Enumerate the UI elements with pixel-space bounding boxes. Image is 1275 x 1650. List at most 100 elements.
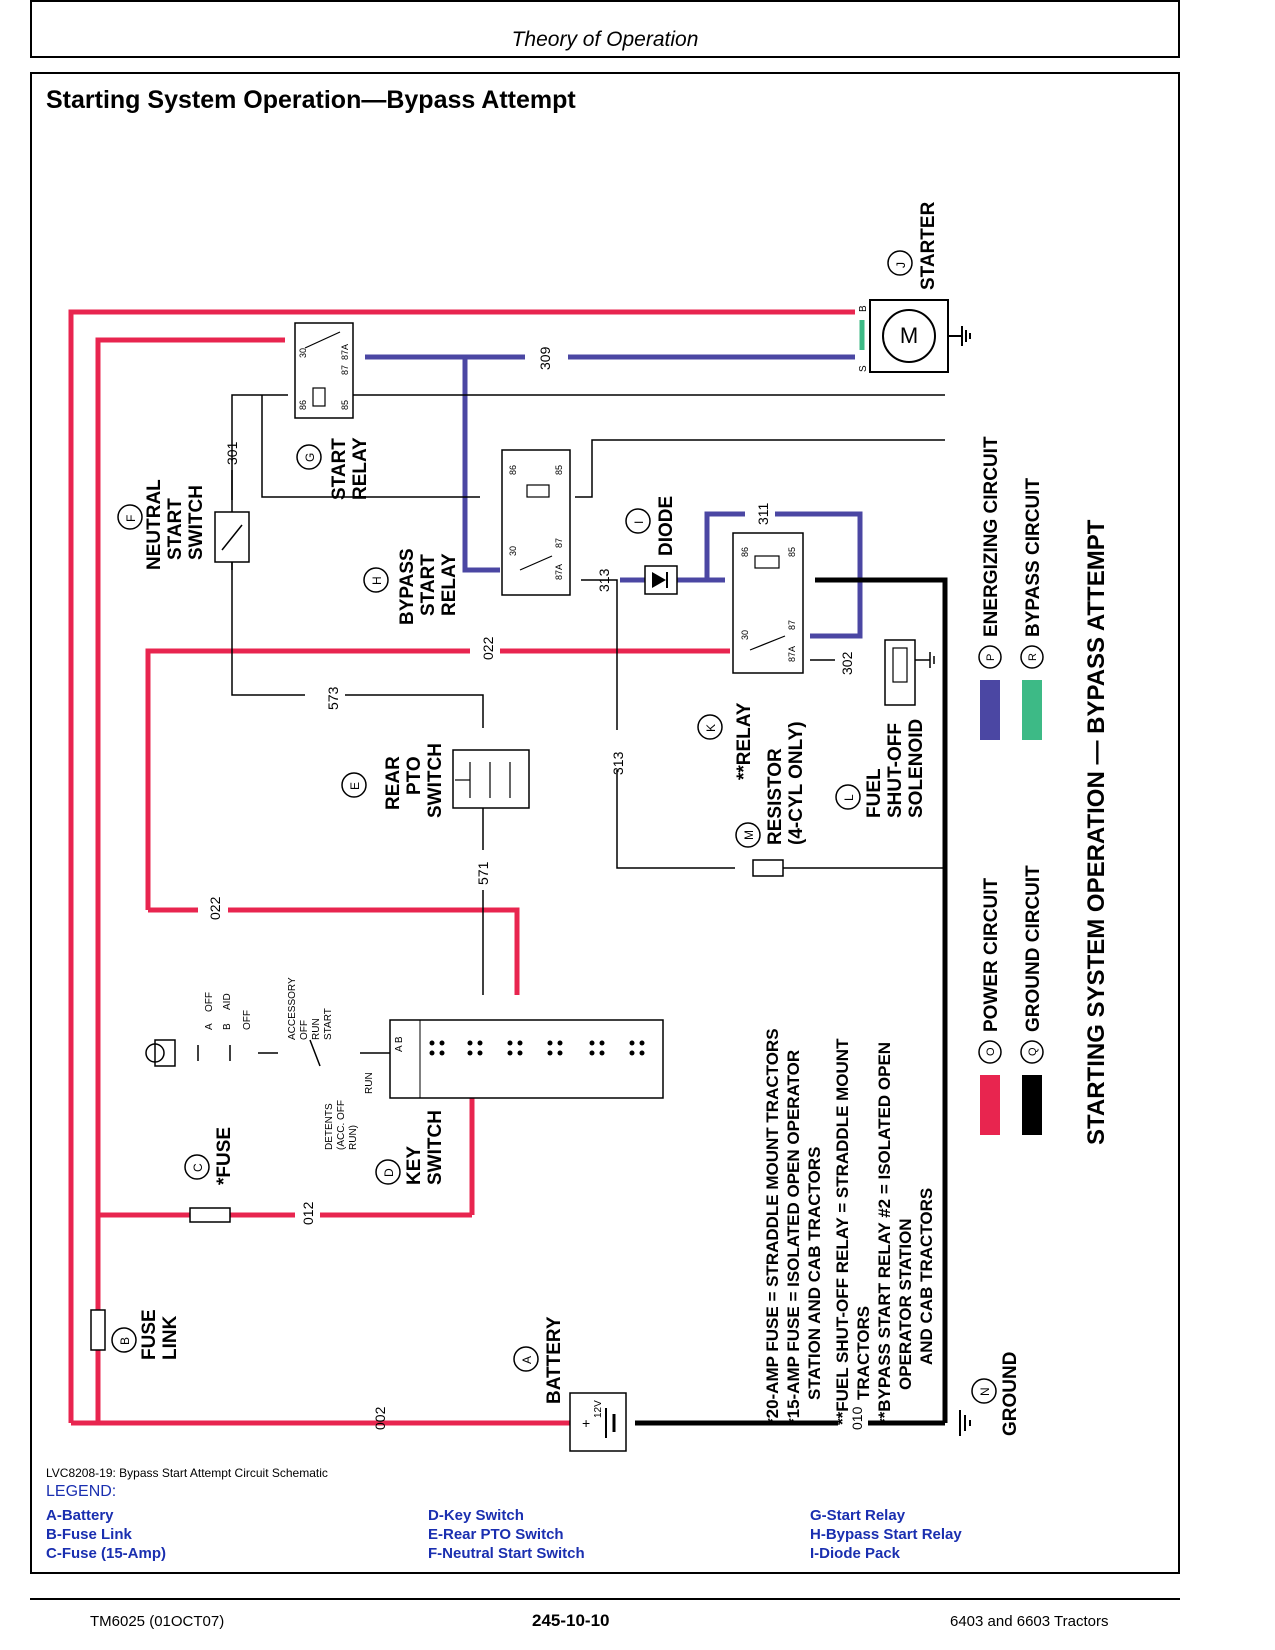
label-ground: GROUND [1000, 1352, 1021, 1436]
marker-l: L [842, 794, 856, 801]
label-fuel-3: SOLENOID [906, 719, 927, 818]
label-bypass-3: RELAY [439, 553, 460, 616]
wire-label-022-bottom: 022 [207, 896, 223, 920]
key-switch-position-labels: A B OFF AID OFF ACCESSORY OFF RUN START … [204, 977, 405, 1150]
key-terminals: A B [394, 1036, 405, 1052]
label-start-relay-2: RELAY [350, 437, 371, 500]
legend-item: D-Key Switch [428, 1507, 524, 1524]
header-right-rule [1178, 0, 1180, 56]
power-circuit-wires [68, 309, 855, 1426]
key-right-start: START [323, 1008, 334, 1040]
marker-i: I [632, 521, 646, 524]
label-fuse-link-2: LINK [160, 1315, 181, 1360]
start-relay-body [294, 322, 354, 419]
legend-item: F-Neutral Start Switch [428, 1545, 585, 1562]
footer-product: 6403 and 6603 Tractors [950, 1613, 1109, 1630]
legend-letter-r: R [1027, 653, 1039, 661]
key-right-run: RUN [311, 1018, 322, 1040]
label-fuse: *FUSE [214, 1127, 235, 1185]
label-resistor-1: RESISTOR [765, 748, 786, 845]
ground-symbol [959, 1410, 971, 1436]
fuse-c-symbol [189, 1207, 231, 1223]
wire-label-309: 309 [537, 346, 553, 370]
label-start-relay-1: START [329, 438, 350, 500]
label-pto-3: SWITCH [425, 743, 446, 818]
notes-block: *20-AMP FUSE = STRADDLE MOUNT TRACTORS *… [763, 1028, 936, 1425]
label-neutral-3: SWITCH [186, 485, 207, 560]
label-key-2: SWITCH [425, 1110, 446, 1185]
note-1: *20-AMP FUSE = STRADDLE MOUNT TRACTORS [763, 1028, 782, 1425]
legend-heading: LEGEND: [46, 1483, 117, 1500]
label-resistor-2: (4-CYL ONLY) [786, 721, 807, 845]
start-relay-pin-86: 86 [298, 400, 308, 410]
footer-rule [30, 1598, 1180, 1600]
label-starter: STARTER [918, 201, 939, 290]
note-4: **FUEL SHUT-OFF RELAY = STRADDLE MOUNT [833, 1038, 852, 1425]
legend-column-3: G-Start Relay H-Bypass Start Relay I-Dio… [810, 1506, 962, 1563]
legend-ground: GROUND CIRCUIT [1023, 865, 1044, 1032]
label-pto-2: PTO [404, 756, 425, 795]
note-2: *15-AMP FUSE = ISOLATED OPEN OPERATOR [784, 1050, 803, 1425]
legend-swatch-ground [1022, 1075, 1042, 1135]
key-run-label: RUN [364, 1072, 375, 1094]
note-3: STATION AND CAB TRACTORS [805, 1147, 824, 1400]
relay-k-pin-87: 87 [787, 620, 797, 630]
legend-letter-p: P [985, 654, 997, 661]
legend-power: POWER CIRCUIT [981, 878, 1002, 1033]
key-right-off: OFF [299, 1020, 310, 1040]
legend-item: I-Diode Pack [810, 1545, 901, 1562]
marker-g: G [303, 453, 317, 462]
wire-label-571: 571 [475, 861, 491, 885]
page-header-title: Theory of Operation [511, 28, 699, 51]
marker-h: H [370, 576, 384, 585]
label-bypass-2: START [418, 554, 439, 616]
wire-label-311: 311 [755, 502, 771, 525]
key-switch-symbol [145, 1019, 664, 1099]
marker-e: E [348, 782, 362, 790]
header-bottom-rule [30, 56, 1180, 58]
signal-wires [231, 394, 945, 1098]
figure-frame [30, 72, 1180, 1574]
key-left-off-2: OFF [242, 1010, 253, 1030]
bypass-relay-pin-86: 86 [508, 465, 518, 475]
note-8: AND CAB TRACTORS [917, 1188, 936, 1365]
svg-text:+: + [582, 1415, 590, 1431]
wire-label-313-bottom: 313 [610, 751, 626, 775]
legend-letter-o: O [985, 1047, 997, 1056]
label-bypass-1: BYPASS [397, 548, 418, 625]
key-left-a: A [204, 1023, 215, 1030]
wire-number-labels: 002 010 012 022 022 301 302 309 311 313 … [207, 346, 865, 1430]
relay-k-pin-85: 85 [787, 547, 797, 557]
legend-bypass: BYPASS CIRCUIT [1023, 478, 1044, 637]
marker-a: A [520, 1356, 534, 1364]
wire-label-302: 302 [839, 651, 855, 675]
legend-item: G-Start Relay [810, 1507, 906, 1524]
wire-label-301: 301 [224, 441, 240, 465]
circuit-legend-labels: ENERGIZING CIRCUIT BYPASS CIRCUIT POWER … [981, 436, 1044, 1032]
big-diagram-title: STARTING SYSTEM OPERATION — BYPASS ATTEM… [1083, 519, 1110, 1145]
legend-swatch-energizing [980, 680, 1000, 740]
component-marker-letters: J G F H I K E L M D C B A N [118, 262, 992, 1396]
key-right-accessory: ACCESSORY [287, 977, 298, 1040]
starter-terminal-b: B [858, 305, 869, 312]
footer-page-number: 245-10-10 [532, 1611, 610, 1630]
diode-symbol [644, 565, 678, 595]
marker-k: K [704, 724, 718, 732]
note-5: TRACTORS [854, 1306, 873, 1400]
bypass-relay-pin-30: 30 [508, 546, 518, 556]
key-left-aid: AID [222, 993, 233, 1010]
neutral-start-switch-symbol [214, 511, 250, 563]
key-switch-contact-dots [429, 1040, 645, 1056]
footer-doc-id: TM6025 (01OCT07) [90, 1613, 225, 1630]
header-left-rule [30, 0, 32, 56]
wire-label-313-top: 313 [596, 568, 612, 592]
relay-k-pin-87a: 87A [787, 646, 797, 662]
label-relay-k: **RELAY [734, 702, 755, 780]
bypass-start-relay-body [501, 449, 571, 596]
svg-text:M: M [900, 323, 918, 348]
start-relay-pin-87: 87 [340, 365, 350, 375]
start-relay-pin-30: 30 [298, 348, 308, 358]
legend-swatch-power [980, 1075, 1000, 1135]
legend-swatch-bypass [1022, 680, 1042, 740]
wire-label-022-top: 022 [480, 636, 496, 660]
